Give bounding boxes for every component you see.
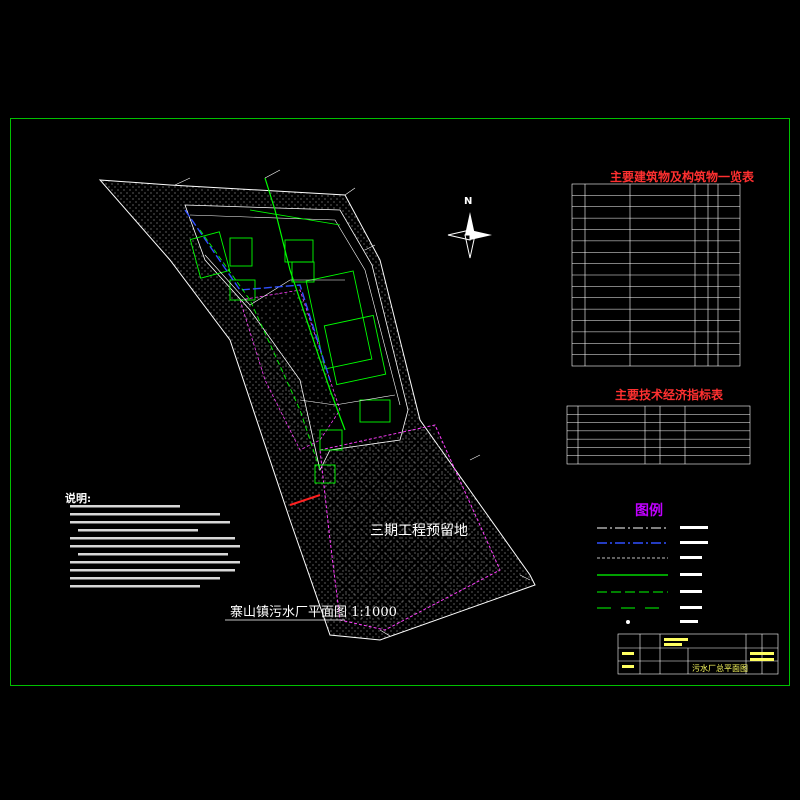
indicators-table-rows [567,414,750,456]
legend-labels [680,526,708,623]
drawing-title: 寨山镇污水厂平面图 1:1000 [230,605,397,620]
north-arrow [447,212,492,259]
title-block-fill [622,638,774,668]
north-label: N [464,196,473,207]
pipes [184,177,346,506]
structures-table-title: 主要建筑物及构筑物一览表 [610,170,755,184]
structures-table-rows [572,195,740,355]
notes-title: 说明: [65,492,92,505]
buildings [189,231,391,484]
phase-two-area [239,289,341,451]
reserved-area-label: 三期工程预留地 [370,523,468,539]
title-block [617,633,779,675]
indicators-table-title: 主要技术经济指标表 [615,388,724,402]
leaders [174,169,531,637]
legend-lines [597,527,668,624]
legend-title: 图例 [635,503,663,519]
indicators-table [566,405,751,465]
drawing-frame [10,118,790,686]
titleblock-drawing-name: 污水厂总平面图 [692,664,748,673]
notes-lines [70,505,240,588]
reserve-area [319,424,501,631]
